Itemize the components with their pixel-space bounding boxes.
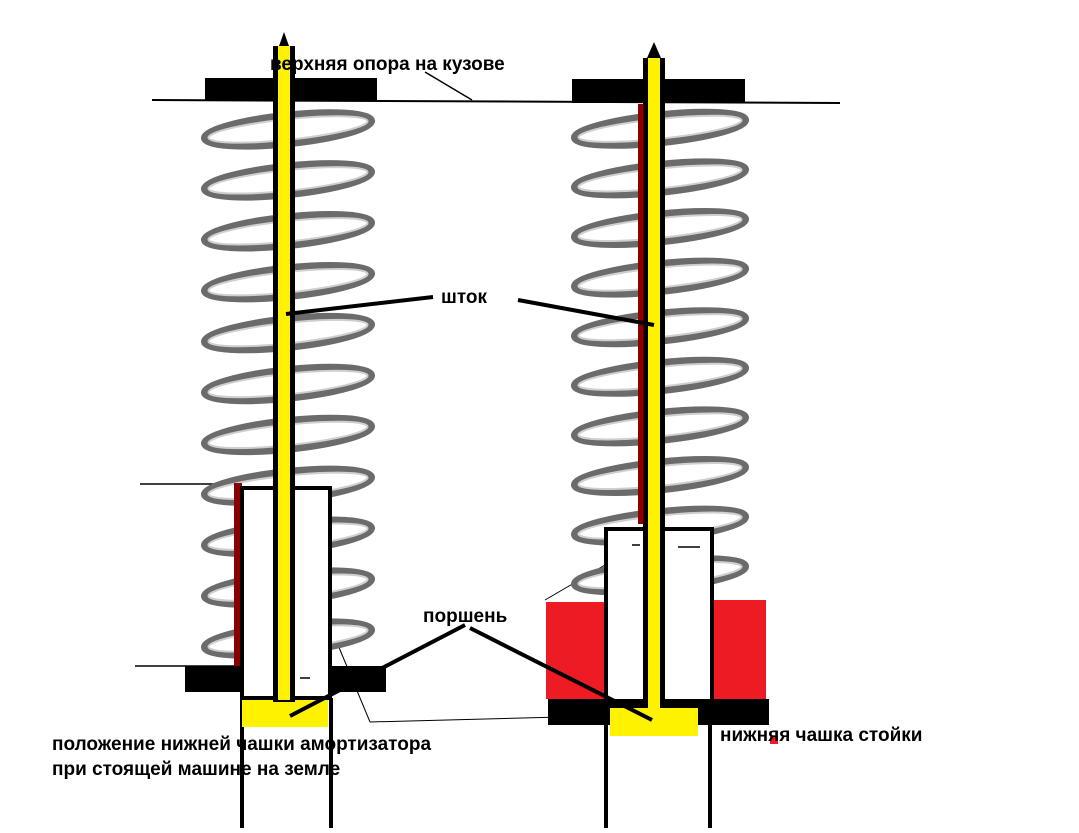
left-strut <box>185 32 386 828</box>
piston-leader-left <box>289 623 466 718</box>
right-rod-tip <box>647 42 661 58</box>
label-lower-cup-strut: нижняя чашка стойки <box>720 725 922 746</box>
rod-leader-left <box>285 295 434 316</box>
label-top-mount: верхняя опора на кузове <box>270 54 505 75</box>
piston-leader-right <box>469 626 653 722</box>
red-marker <box>770 736 778 744</box>
right-red-block-right <box>712 600 766 699</box>
left-rod-tip <box>279 32 289 46</box>
label-lower-cup-position-2: при стоящей машине на земле <box>52 759 340 780</box>
right-rod <box>648 58 660 708</box>
right-red-block-left <box>546 602 608 699</box>
left-rod <box>278 46 290 700</box>
label-lower-cup-position-1: положение нижней чашки амортизатора <box>52 734 431 755</box>
right-piston <box>610 708 698 736</box>
rod-leader-right <box>517 298 655 327</box>
left-red-edge <box>234 483 242 668</box>
label-piston: поршень <box>423 606 507 627</box>
right-red-edge <box>638 104 643 524</box>
label-rod: шток <box>441 287 487 308</box>
left-lower-cup-plate-left <box>185 666 242 692</box>
top-mount-leader <box>424 71 473 101</box>
right-strut <box>546 42 778 828</box>
